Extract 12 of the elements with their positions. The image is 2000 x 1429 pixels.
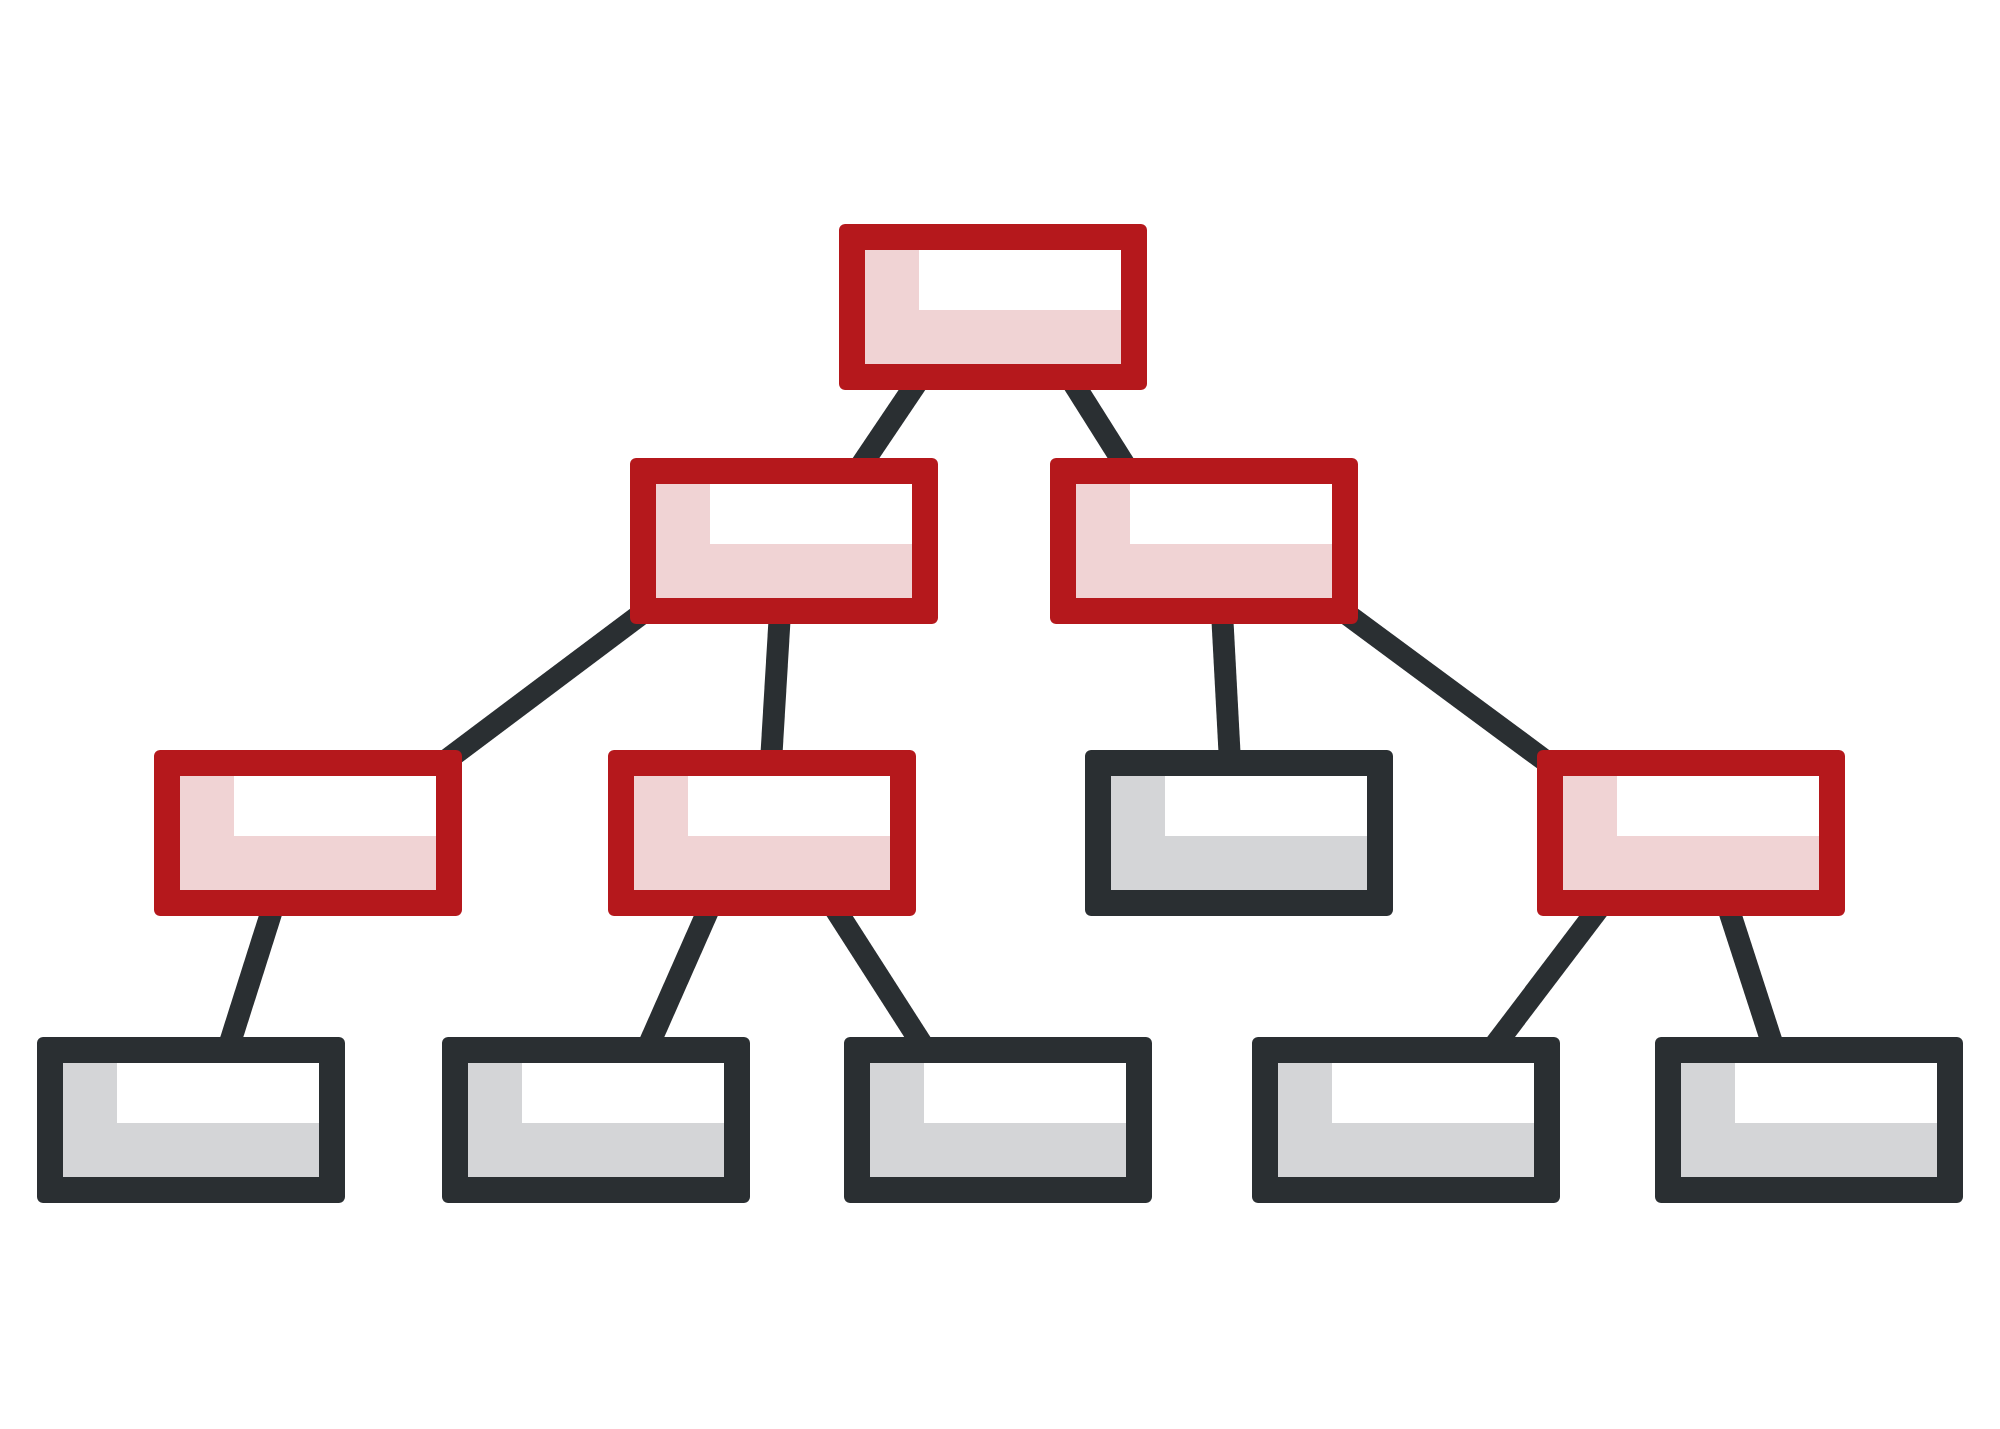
hierarchy-node-box: [844, 1037, 1152, 1203]
hierarchy-node-box: [1537, 750, 1845, 916]
hierarchy-node-box: [630, 458, 938, 624]
hierarchy-node-box: [37, 1037, 345, 1203]
hierarchy-node-box: [154, 750, 462, 916]
hierarchy-node-box: [1655, 1037, 1963, 1203]
hierarchy-node-box: [1050, 458, 1358, 624]
hierarchy-node-box: [839, 224, 1147, 390]
hierarchy-node-box: [1252, 1037, 1560, 1203]
hierarchy-node-box: [1085, 750, 1393, 916]
hierarchy-node-box: [608, 750, 916, 916]
hierarchy-node-box: [442, 1037, 750, 1203]
